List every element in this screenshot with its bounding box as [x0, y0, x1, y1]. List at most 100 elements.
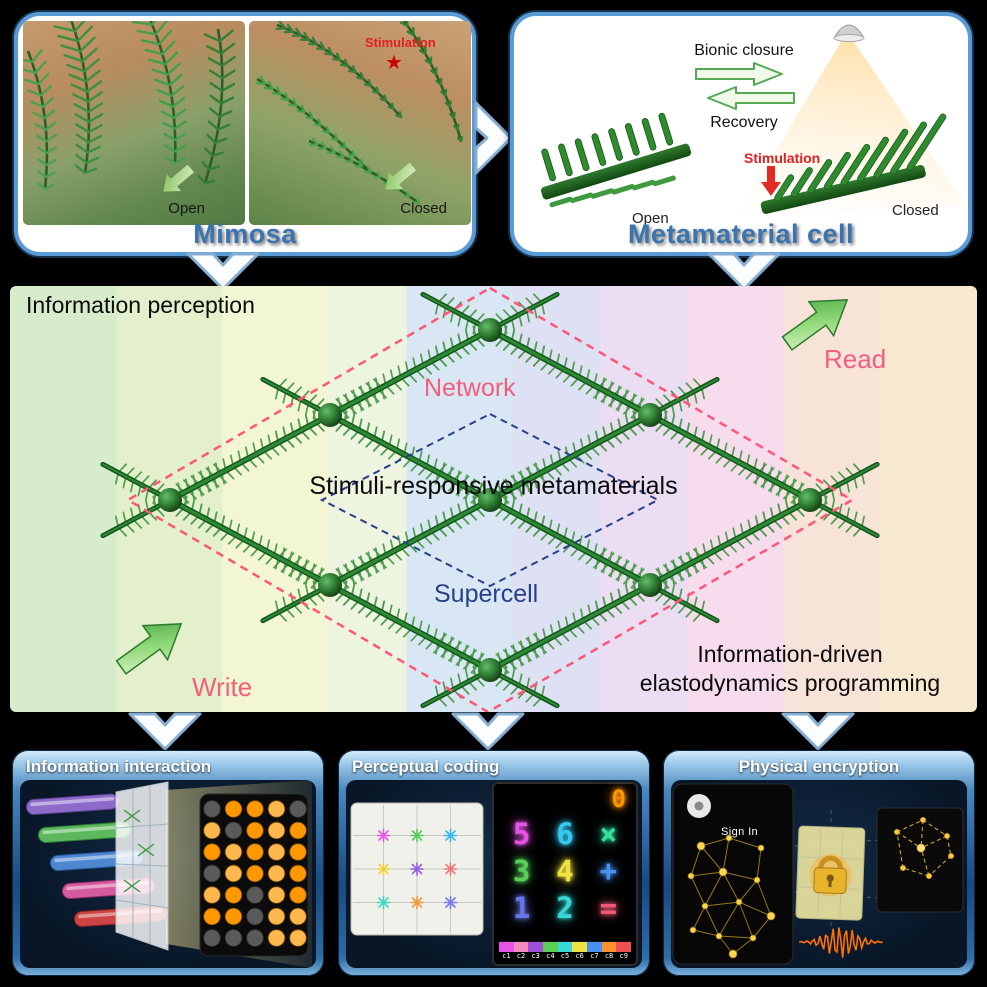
physical-encryption-title: Physical encryption: [738, 757, 900, 776]
speaker-icon: [687, 794, 711, 818]
metamaterial-open-structure: [540, 112, 692, 208]
key-graph: [893, 816, 955, 880]
grid-plane: [115, 781, 169, 951]
colorbar-cell: c2: [513, 941, 529, 961]
programming-label: Information-driven elastodynamics progra…: [600, 640, 980, 698]
panel-information-interaction: Information interaction: [12, 750, 324, 976]
flow-arrow-down-icon: [128, 712, 202, 751]
colorbar-swatch: [616, 941, 632, 952]
colorbar-swatch: [499, 941, 514, 952]
panel-physical-encryption: Physical encryption: [663, 750, 975, 976]
colorbar-cell: c6: [572, 941, 588, 961]
write-label: Write: [192, 672, 253, 702]
perceptual-graphic: 0 5 6 × 3 4 + 1 2 = c1 c2 c3 c4 c5 c6 c7 c8 c9: [346, 780, 642, 968]
gold-mesh-network: [687, 834, 776, 959]
mimosa-photo-open: Open: [23, 21, 245, 225]
colorbar-swatch: [513, 941, 529, 952]
open-arrow-icon: [163, 165, 195, 192]
display-digit-cell: 1: [512, 891, 531, 925]
encryption-graphic: Sign In: [671, 780, 967, 968]
information-perception-label: Information perception: [26, 292, 255, 318]
mimosa-closed-label: Closed: [400, 200, 447, 217]
colorbar-swatch: [528, 941, 544, 952]
read-arrow-icon: [781, 299, 849, 351]
metamaterial-stimulation-label: Stimulation: [744, 150, 821, 166]
colorbar-cell: c5: [557, 941, 573, 961]
programming-line2: elastodynamics programming: [639, 670, 941, 696]
lamp-icon: [833, 24, 865, 42]
display-digit-cell: 4: [556, 854, 574, 888]
flow-arrow-down-icon: [781, 712, 855, 751]
display-digit-cell: ×: [599, 817, 618, 851]
colorbar-cell: c7: [587, 941, 602, 961]
interaction-illustration: [26, 780, 312, 968]
flow-arrow-right-icon: [474, 101, 513, 175]
lock-icon: [813, 855, 847, 895]
encryption-illustration: [672, 783, 964, 965]
colorbar-cell: c4: [543, 941, 558, 961]
sign-in-label: Sign In: [721, 826, 759, 838]
colorbar-label: c5: [560, 952, 570, 960]
display-digit-cell: 3: [512, 854, 531, 888]
colorbar-swatch: [557, 941, 573, 952]
colorbar-cell: c9: [616, 941, 632, 961]
colorbar-cell: c1: [499, 941, 514, 961]
display-digit-cell: 6: [556, 817, 574, 851]
supercell-boundary-dashed: [319, 412, 661, 588]
write-arrow-icon: [115, 623, 183, 675]
mimosa-closed-leaves: [255, 21, 464, 205]
colorbar-cell: c8: [601, 941, 617, 961]
closed-arrow-icon: [385, 163, 417, 190]
mimosa-open-label: Open: [168, 200, 205, 217]
colorbar-swatch: [601, 941, 617, 952]
bionic-closure-label: Bionic closure: [694, 42, 794, 59]
colorbar-label: c7: [590, 952, 599, 960]
cycle-arrows-icon: [695, 62, 795, 110]
colorbar-swatch: [543, 941, 558, 952]
perceptual-coding-title: Perceptual coding: [352, 757, 500, 776]
flow-arrow-down-icon: [451, 712, 525, 751]
colorbar-label: c6: [575, 952, 584, 960]
colorbar-label: c1: [502, 952, 511, 960]
colorbar-swatch: [587, 941, 602, 952]
display-digit-cell: 2: [556, 891, 574, 925]
recovery-label: Recovery: [710, 114, 778, 131]
display-digit-cell: +: [599, 854, 618, 888]
colorbar-swatch: [572, 941, 588, 952]
mimosa-photo-closed: Stimulation ★ Closed: [249, 21, 471, 225]
mimosa-panel: Open Stimulation ★ Closed Mimosa: [14, 12, 476, 256]
metamaterial-open-label: Open: [632, 210, 669, 227]
middle-canvas: Information perception Read Network Stim…: [10, 286, 977, 712]
display-colorbar: c1 c2 c3 c4 c5 c6 c7 c8 c9: [499, 941, 632, 961]
mimosa-stimulation-label: Stimulation: [365, 35, 436, 50]
key-graph-card: [876, 807, 964, 913]
network-label: Network: [424, 374, 516, 402]
metamaterial-cell-panel: Bionic closure Recovery Stimulation Open…: [510, 12, 972, 256]
dot-matrix-dots: [203, 800, 307, 947]
colorbar-label: c8: [604, 952, 614, 960]
display-digit-grid: 5 6 × 3 4 + 1 2 =: [500, 816, 630, 926]
mimosa-open-leaves: [23, 21, 236, 191]
sensing-grid-card: [350, 802, 484, 936]
colorbar-label: c3: [531, 952, 540, 960]
colorbar-cell: c3: [528, 941, 544, 961]
display-digit-cell: =: [599, 891, 618, 925]
cipher-card: [795, 825, 866, 921]
panel-perceptual-coding: Perceptual coding 0 5 6 × 3 4 +: [338, 750, 650, 976]
stimulation-star-icon: ★: [385, 52, 403, 74]
information-interaction-title: Information interaction: [26, 757, 212, 776]
metamaterial-closed-label: Closed: [892, 202, 939, 219]
network-lattice: [100, 286, 880, 712]
colorbar-label: c4: [546, 952, 555, 960]
metamaterial-closed-structure: [760, 113, 947, 214]
stimulation-arrow-icon: [761, 166, 781, 196]
read-label: Read: [824, 344, 887, 374]
waveform-icon: [798, 927, 883, 958]
colorbar-label: c9: [619, 952, 628, 960]
colorbar-label: c2: [516, 952, 526, 960]
display-corner-digit: 0: [611, 785, 626, 813]
digit-display: 0 5 6 × 3 4 + 1 2 = c1 c2 c3 c4 c5 c6 c7 c8 c9: [492, 782, 638, 966]
programming-line1: Information-driven: [697, 641, 883, 667]
metamaterial-title: Metamaterial cell: [627, 219, 855, 249]
